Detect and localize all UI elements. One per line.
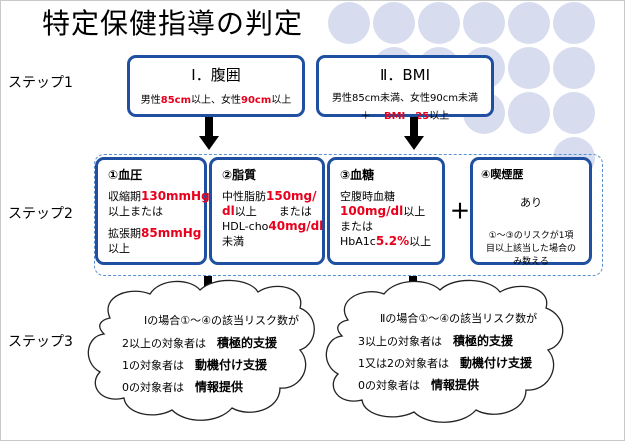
right-result-title: Ⅱの場合①～④の該当リスク数が [380, 312, 538, 325]
right-result-cloud [325, 279, 564, 423]
left-result-text: Ⅰの場合①～④の該当リスク数が 2以上の対象者は 積極的支援 1の対象者は 動機… [122, 310, 299, 398]
triglyceride-line: 中性脂肪150mg/ [222, 189, 317, 203]
systolic-line: 収縮期130mmHg [108, 189, 210, 203]
step2-risk-group [94, 154, 603, 276]
blood-pressure-box: ①血圧 収縮期130mmHg 以上または 拡張期85mmHg 以上 [95, 157, 210, 265]
diastolic-above: 以上 [108, 242, 130, 255]
step1-label: ステップ1 [8, 75, 73, 91]
hba1c-line: HbA1c5.2%以上 [340, 234, 432, 248]
lipid-heading: ②脂質 [222, 168, 257, 182]
left-result-title: Ⅰの場合①～④の該当リスク数が [144, 314, 299, 327]
blood-sugar-heading: ③血糖 [340, 168, 375, 182]
blood-pressure-heading: ①血圧 [108, 168, 143, 182]
triglyceride-unit-line: dl以上 または [222, 204, 312, 218]
lipid-box: ②脂質 中性脂肪150mg/ dl以上 または HDL-cho40mg/dl 未… [209, 157, 325, 265]
left-result-row: 2以上の対象者は 積極的支援 [122, 336, 278, 350]
glucose-or: または [340, 220, 373, 233]
waist-heading: Ⅰ．腹囲 [191, 66, 241, 84]
plus-sign: ＋ [450, 199, 470, 223]
left-result-row: 0の対象者は 情報提供 [122, 380, 244, 394]
right-result-text: Ⅱの場合①～④の該当リスク数が 3以上の対象者は 積極的支援 1又は2の対象者は… [358, 308, 537, 396]
smoking-heading: ④喫煙歴 [481, 168, 524, 181]
hdl-line: HDL-cho40mg/dl [222, 219, 324, 233]
waist-condition: 男性85cm以上、女性90cm以上 [140, 95, 292, 106]
waist-criterion-box: Ⅰ．腹囲 男性85cm以上、女性90cm以上 [127, 55, 305, 117]
smoking-answer: あり [520, 196, 542, 209]
step3-label: ステップ3 [8, 334, 73, 350]
smoking-note: ①～③のリスクが1項 目以上該当した場合の み数える [485, 231, 576, 267]
bmi-criterion-box: Ⅱ．BMI 男性85cm未満、女性90cm未満 ＋ BMI 25以上 [316, 55, 494, 122]
hdl-below: 未満 [222, 235, 244, 248]
right-result-row: 1又は2の対象者は 動機付け支援 [358, 356, 533, 370]
fasting-glucose-line: 100mg/dl以上 [340, 204, 426, 218]
step2-label: ステップ2 [8, 206, 73, 222]
right-result-row: 0の対象者は 情報提供 [358, 378, 480, 392]
page-title: 特定保健指導の判定 [42, 7, 304, 40]
left-result-cloud [87, 279, 315, 421]
smoking-history-box: ④喫煙歴 あり ①～③のリスクが1項 目以上該当した場合の み数える [470, 157, 592, 267]
diastolic-line: 拡張期85mmHg [108, 226, 202, 240]
systolic-or: 以上または [108, 205, 163, 218]
bmi-heading: Ⅱ．BMI [379, 66, 431, 84]
blood-sugar-box: ③血糖 空腹時血糖 100mg/dl以上 または HbA1c5.2%以上 [327, 157, 445, 265]
bmi-condition-line1: 男性85cm未満、女性90cm未満 [332, 93, 478, 104]
left-result-row: 1の対象者は 動機付け支援 [122, 358, 268, 372]
fasting-glucose-label: 空腹時血糖 [340, 190, 395, 203]
right-result-row: 3以上の対象者は 積極的支援 [358, 334, 514, 348]
bmi-condition-line2: ＋ BMI 25以上 [360, 111, 450, 122]
